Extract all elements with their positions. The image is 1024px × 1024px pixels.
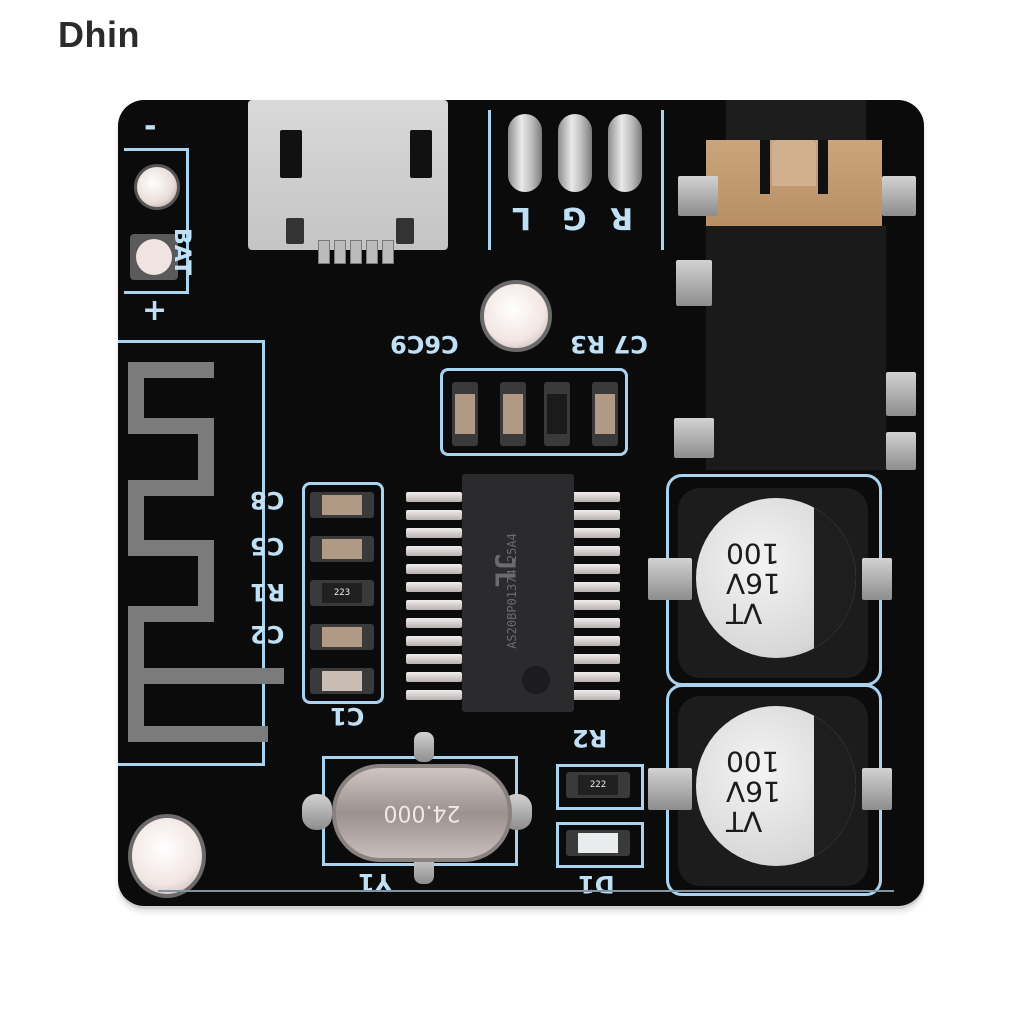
antenna-trace — [128, 606, 144, 740]
mounting-hole-top — [480, 280, 552, 352]
smd-cap-c9 — [500, 382, 526, 446]
smd-cap-c5 — [310, 536, 374, 562]
crystal-frequency: 24.000 — [383, 800, 461, 825]
antenna-trace — [128, 362, 144, 422]
bat-pad-minus — [134, 164, 180, 210]
ic-marking: AS20BP01374-25A4 — [504, 533, 519, 649]
antenna-trace — [128, 540, 214, 556]
antenna-trace — [128, 726, 268, 742]
audio-jack-shield — [706, 140, 882, 226]
label-r2: R2 — [572, 724, 608, 752]
label-d1: D1 — [578, 870, 615, 898]
label-r1: R1 — [250, 578, 286, 606]
antenna-trace — [198, 540, 214, 608]
jack-tab — [886, 372, 916, 416]
speaker-label-g: G — [562, 200, 587, 235]
mounting-hole-bottom-left — [128, 814, 206, 898]
antenna-trace — [128, 362, 214, 378]
board-edge-trace — [158, 890, 894, 892]
speaker-label-l: L — [512, 200, 532, 235]
antenna-keepout — [118, 340, 265, 766]
label-c5: C5 — [250, 532, 285, 560]
bat-label: BAT — [169, 228, 194, 276]
smd-res-r3 — [544, 382, 570, 446]
label-c8: C8 — [250, 486, 285, 514]
cap-tab — [648, 558, 692, 600]
cap-tab — [862, 768, 892, 810]
antenna-trace — [128, 480, 214, 496]
antenna-trace — [128, 606, 214, 622]
micro-usb-connector — [248, 100, 448, 264]
smd-cap-c6 — [452, 382, 478, 446]
led-d1 — [566, 830, 630, 856]
smd-cap-c1 — [310, 668, 374, 694]
smd-cap-c7 — [592, 382, 618, 446]
label-c2: C2 — [250, 620, 285, 648]
audio-jack-body — [706, 226, 886, 470]
speaker-label-r: R — [610, 200, 634, 235]
label-c6c9: C6C9 — [390, 330, 459, 358]
smd-res-r1: 223 — [310, 580, 374, 606]
antenna-trace — [128, 418, 214, 434]
d1-outline — [556, 822, 644, 868]
speaker-pin-r — [608, 114, 642, 192]
jack-tab — [882, 176, 916, 216]
label-c7r3: C7 R3 — [570, 330, 648, 358]
antenna-trace — [198, 418, 214, 494]
bat-plus-label: + — [142, 293, 168, 328]
smd-res-r2: 222 — [566, 772, 630, 798]
jack-tab — [676, 260, 712, 306]
left-passives-outline — [302, 482, 384, 704]
antenna-trace — [128, 480, 144, 544]
speaker-header-outline — [488, 110, 664, 250]
label-c1: C1 — [330, 702, 365, 730]
cap-tab — [648, 768, 692, 810]
bat-pad-plus — [130, 234, 178, 280]
bat-minus-label: - — [144, 109, 157, 144]
smd-cap-c2 — [310, 624, 374, 650]
smd-cap-c8 — [310, 492, 374, 518]
speaker-pin-l — [508, 114, 542, 192]
speaker-pin-g — [558, 114, 592, 192]
crystal-pin — [414, 732, 434, 762]
antenna-trace — [144, 668, 284, 684]
pcb-board: - BAT + R G L C6C9 C7 R3 — [118, 100, 924, 906]
bat-outline — [124, 148, 189, 294]
top-passives-outline — [440, 368, 628, 456]
crystal-oscillator: 24.000 — [332, 764, 512, 862]
jack-tab — [886, 432, 916, 470]
r2-outline — [556, 764, 644, 810]
crystal-pin — [302, 794, 332, 830]
cap-tab — [862, 558, 892, 600]
bluetooth-audio-ic: JL AS20BP01374-25A4 — [462, 474, 574, 712]
jack-tab — [674, 418, 714, 458]
watermark-text: Dhin — [58, 14, 140, 55]
jack-tab — [678, 176, 718, 216]
